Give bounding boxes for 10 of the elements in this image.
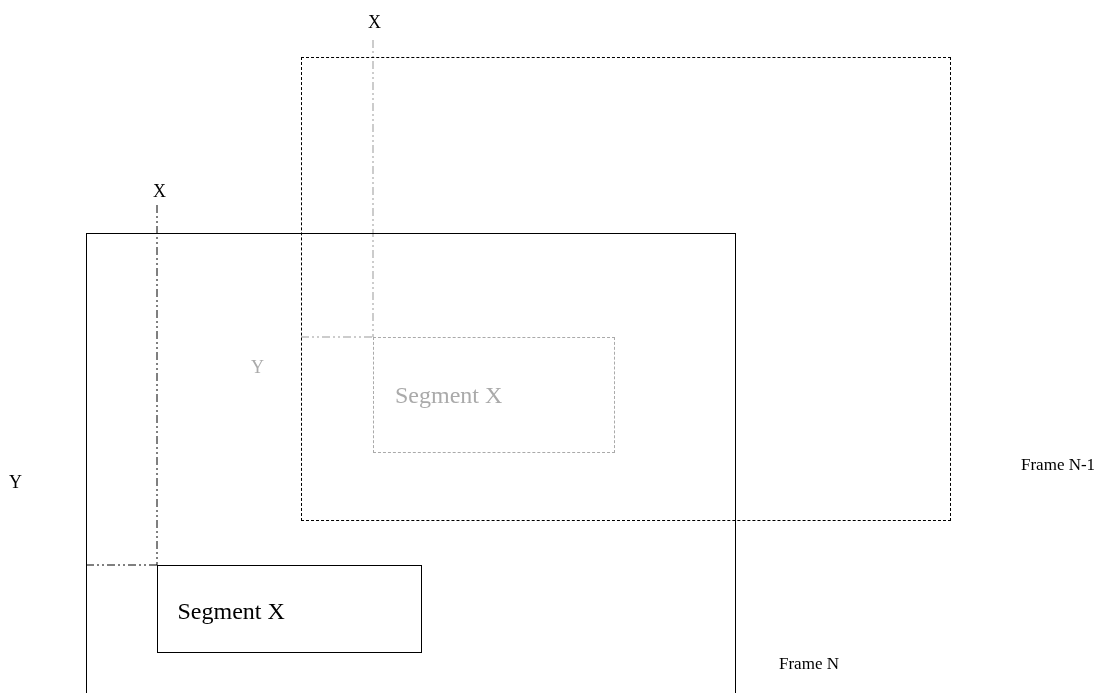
- frame-label: Frame N: [779, 654, 839, 674]
- axis-label: X: [153, 181, 166, 202]
- frame-label: Frame N-1: [1021, 455, 1096, 475]
- segment-label: Segment X: [177, 597, 285, 625]
- segment-box: [373, 337, 615, 453]
- segment-box: [156, 564, 422, 653]
- axis-label: X: [368, 12, 381, 33]
- axis-label: Y: [251, 357, 264, 378]
- segment-label: Segment X: [395, 382, 503, 409]
- axis-label: Y: [9, 472, 22, 493]
